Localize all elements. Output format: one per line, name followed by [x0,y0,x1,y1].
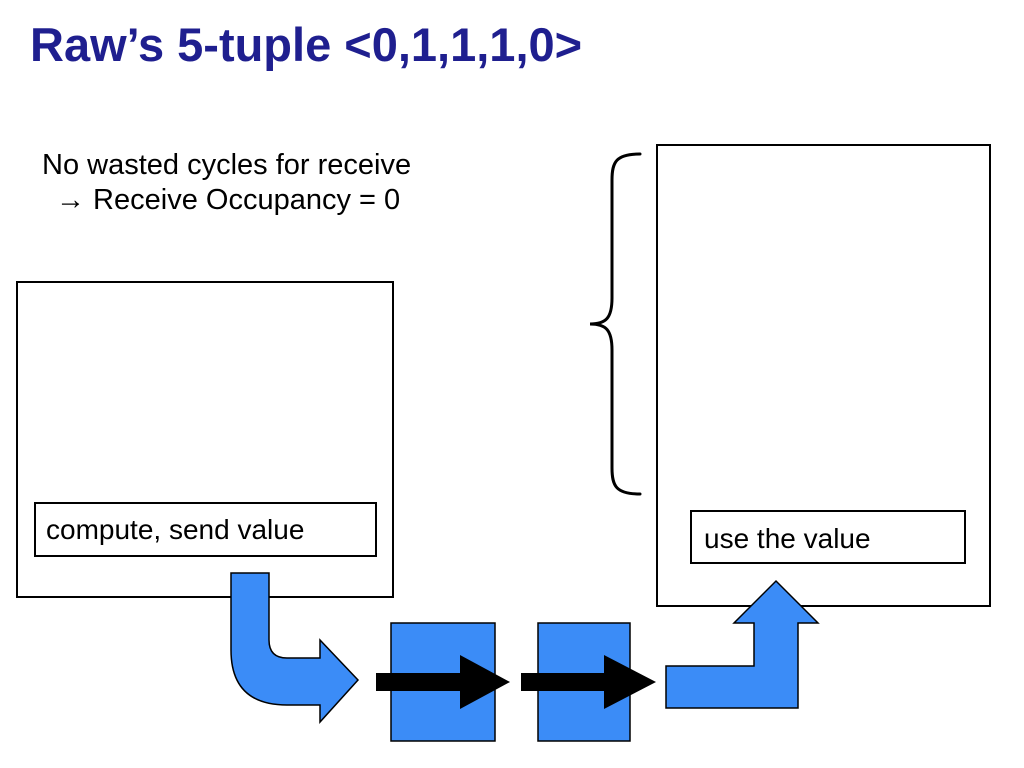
bent-arrow-icon [665,579,820,709]
curved-arrow-icon [230,572,360,724]
transfer-arrow-2-icon [521,655,656,709]
occupancy-note: No wasted cycles for receive → Receive O… [42,148,411,218]
use-value-label: use the value [690,510,966,564]
slide-title: Raw’s 5-tuple <0,1,1,1,0> [30,18,583,71]
note-line-1: No wasted cycles for receive [42,149,412,181]
transfer-arrow-1-icon [376,655,510,709]
note-line-2: → Receive Occupancy = 0 [56,183,401,216]
compute-send-label: compute, send value [34,502,377,557]
brace-icon [589,152,642,496]
